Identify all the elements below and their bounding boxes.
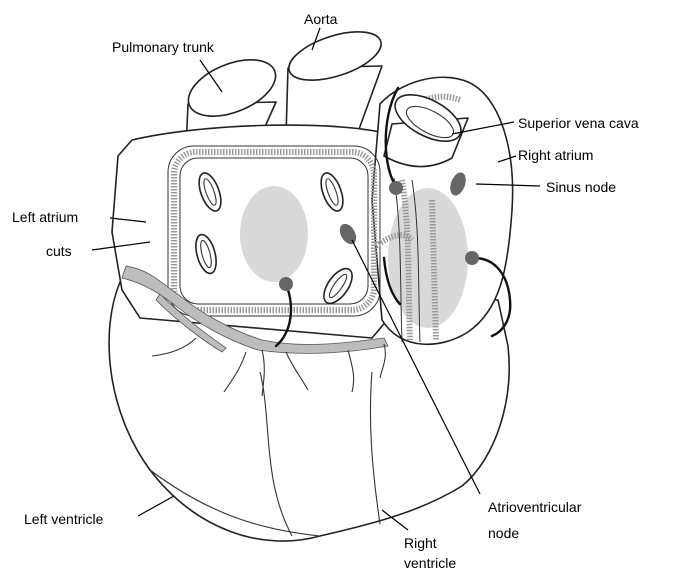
interatrial-septum-left-shade: [240, 186, 308, 282]
label-right-atrium: Right atrium: [518, 147, 593, 163]
internodal-dot-2: [279, 277, 293, 291]
label-right-ventricle-line1: Right: [404, 535, 437, 551]
label-atrioventricular-line1: Atrioventricular: [488, 499, 582, 515]
label-pulmonary-trunk: Pulmonary trunk: [112, 39, 215, 55]
internodal-dot-3: [465, 251, 479, 265]
internodal-dot-1: [389, 181, 403, 195]
label-sinus-node: Sinus node: [546, 179, 616, 195]
label-left-atrium: Left atrium: [12, 209, 78, 225]
label-aorta: Aorta: [304, 11, 338, 27]
label-cuts: cuts: [46, 243, 72, 259]
label-atrioventricular-line2: node: [488, 525, 519, 541]
label-left-ventricle: Left ventricle: [24, 511, 104, 527]
label-right-ventricle-line2: ventricle: [404, 555, 456, 571]
label-superior-vena-cava: Superior vena cava: [518, 115, 639, 131]
